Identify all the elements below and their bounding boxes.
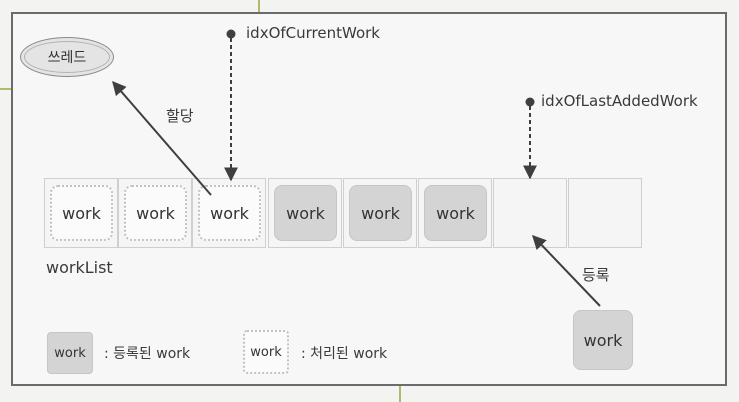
assign-arrow [112, 80, 212, 196]
bottom-connector-line [399, 386, 401, 402]
incoming-work-box: work [573, 310, 633, 370]
work-item-4: work [349, 185, 412, 241]
current-work-pointer-arrow [224, 29, 238, 182]
work-list-cell-6 [493, 178, 567, 248]
legend-processed-box: work [243, 330, 289, 374]
register-arrow [532, 234, 601, 307]
work-item-1: work [124, 185, 187, 241]
top-connector-line [258, 0, 260, 12]
work-list-cell-7 [568, 178, 642, 248]
work-item-5: work [424, 185, 487, 241]
legend-processed-desc: : 처리된 work [301, 346, 388, 362]
current-work-pointer-label: idxOfCurrentWork [246, 24, 380, 42]
register-label: 등록 [582, 266, 610, 284]
work-item-2: work [198, 185, 261, 241]
work-item-0: work [50, 185, 113, 241]
last-added-work-pointer-arrow [523, 97, 537, 180]
thread-node: 쓰레드 [20, 37, 114, 77]
work-list-cell-1: work [118, 178, 192, 248]
work-list-cell-0: work [44, 178, 118, 248]
work-list-cell-5: work [418, 178, 492, 248]
work-list-cell-3: work [268, 178, 342, 248]
left-connector-line [0, 88, 11, 90]
work-item-3: work [274, 185, 337, 241]
legend-registered-box: work [47, 332, 93, 374]
legend-registered-desc: : 등록된 work [104, 346, 191, 362]
last-added-work-pointer-label: idxOfLastAddedWork [541, 92, 698, 110]
work-list-cell-4: work [343, 178, 417, 248]
assign-label: 할당 [166, 107, 194, 125]
work-list-label: workList [46, 258, 113, 277]
thread-label: 쓰레드 [47, 50, 87, 66]
